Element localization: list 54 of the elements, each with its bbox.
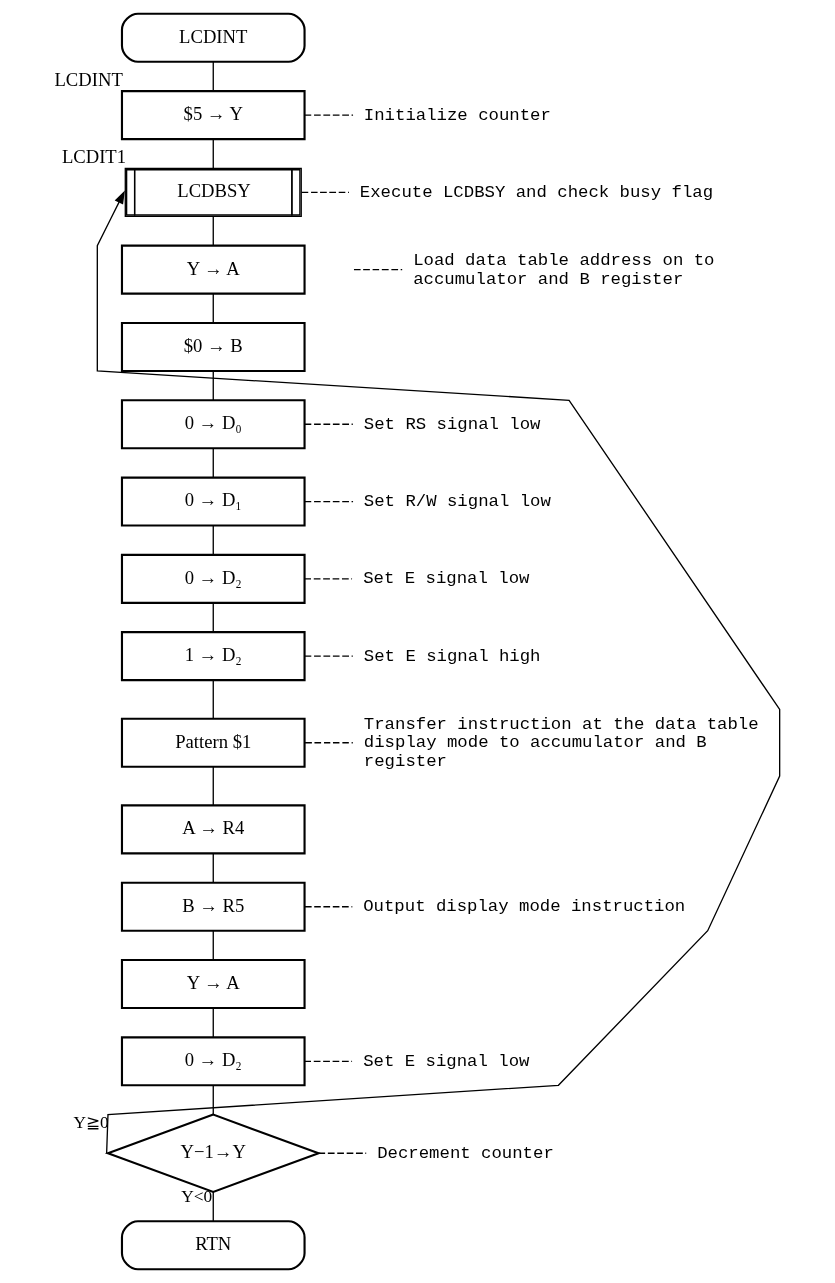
- node-text: Set RS signal low: [363, 414, 541, 434]
- connector: [212, 1191, 214, 1222]
- connector: [212, 61, 214, 92]
- node-box: RTN: [120, 1220, 306, 1271]
- arrow: [96, 190, 781, 1154]
- connector: [212, 930, 214, 961]
- node-box: B → R5: [120, 881, 306, 932]
- node-text: Initialize counter: [363, 105, 551, 125]
- node-text: Set E signal high: [363, 646, 541, 666]
- connector: [212, 138, 214, 170]
- node-text: Decrement counter: [377, 1143, 554, 1163]
- node-text: Execute LCDBSY and check busy flag: [359, 182, 714, 202]
- connector: [304, 906, 353, 908]
- node-box: 0 → D₁: [120, 476, 306, 527]
- node-label: LCDIT1: [61, 146, 127, 168]
- node-text: Set E signal low: [363, 569, 530, 589]
- connector: [212, 852, 214, 884]
- node-box: LCDINT: [120, 12, 306, 63]
- connector: [317, 1152, 367, 1154]
- node-box: $0 → B: [120, 321, 306, 373]
- connector: [303, 578, 353, 580]
- connector: [304, 423, 354, 425]
- connector: [212, 1007, 214, 1038]
- node-text: Output display mode instruction: [363, 897, 686, 917]
- node-text: Load data table address on to accumulator and B register: [413, 250, 715, 289]
- connector: [212, 293, 214, 324]
- node-box: Y → A: [120, 958, 306, 1010]
- connector: [304, 500, 354, 503]
- node-box: 0 → D₂: [120, 1036, 306, 1087]
- connector: [212, 215, 214, 247]
- node-box: 0 → D₀: [120, 399, 306, 450]
- connector: [212, 1084, 214, 1116]
- connector: [212, 766, 214, 806]
- node-box: 0 → D₂: [120, 553, 306, 604]
- connector: [304, 742, 354, 744]
- connector: [303, 1060, 353, 1062]
- connector: [212, 602, 214, 633]
- node-text: Set R/W signal low: [363, 492, 551, 512]
- connector: [212, 679, 214, 720]
- connector: [304, 114, 354, 116]
- node-label: LCDINT: [54, 69, 123, 91]
- node-box: A → R4: [120, 804, 306, 855]
- node-box: 1 → D₂: [120, 631, 306, 682]
- node-box: Pattern $1: [120, 717, 306, 768]
- connector: [212, 370, 214, 401]
- connector: [353, 269, 403, 271]
- node-box: $5 → Y: [120, 90, 306, 141]
- connector: [212, 525, 214, 556]
- node-box: Y → A: [120, 244, 306, 295]
- node-text: Set E signal low: [363, 1051, 530, 1071]
- connector: [304, 655, 354, 657]
- node-text: Transfer instruction at the data table display mode to accumulator and B register: [363, 714, 759, 771]
- connector: [300, 191, 350, 194]
- connector: [212, 447, 214, 479]
